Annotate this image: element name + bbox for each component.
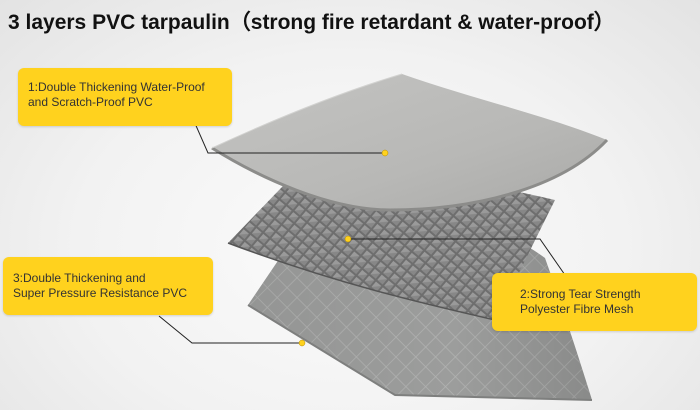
callout-layer-2-line1: 2:Strong Tear Strength bbox=[520, 287, 641, 301]
leader-line-right bbox=[344, 235, 566, 276]
callout-layer-3-line2: Super Pressure Resistance PVC bbox=[13, 286, 188, 300]
top-pvc-layer bbox=[211, 73, 609, 212]
page-title: 3 layers PVC tarpaulin（strong fire retar… bbox=[8, 11, 615, 34]
callout-layer-3: 3:Double Thickening and Super Pressure R… bbox=[3, 257, 213, 315]
callout-layer-1-line1: 1:Double Thickening Water-Proof bbox=[28, 80, 205, 94]
callout-layer-1: 1:Double Thickening Water-Proof and Scra… bbox=[18, 68, 232, 126]
leader-line-bottom bbox=[158, 315, 306, 347]
callout-layer-3-line1: 3:Double Thickening and bbox=[13, 271, 146, 285]
callout-layer-1-line2: and Scratch-Proof PVC bbox=[28, 95, 153, 109]
callout-layer-2: 2:Strong Tear Strength Polyester Fibre M… bbox=[492, 273, 697, 331]
callout-layer-2-line2: Polyester Fibre Mesh bbox=[520, 302, 634, 316]
